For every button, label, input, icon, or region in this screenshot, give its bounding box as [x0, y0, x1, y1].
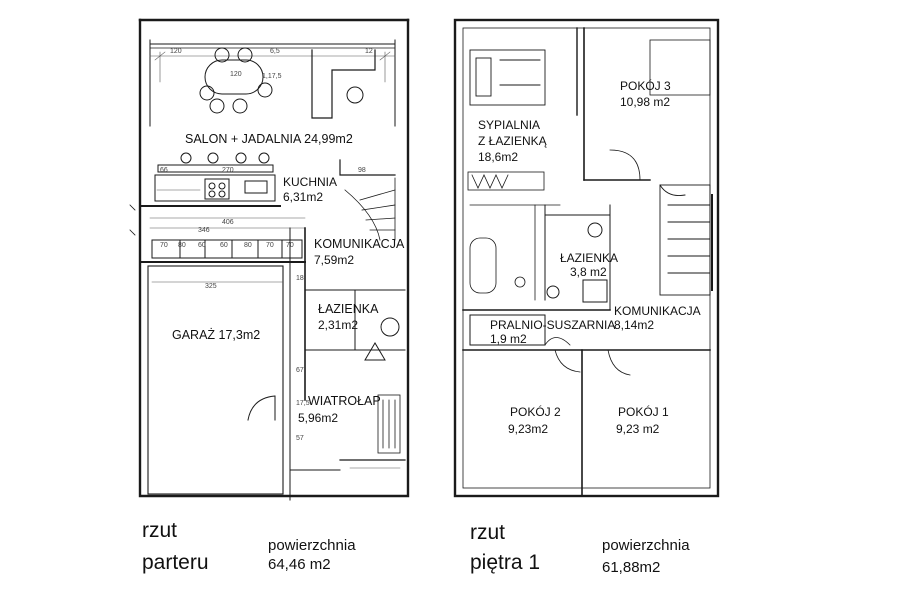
dim-label: 17,5: [296, 400, 310, 407]
dim-label: 325: [205, 283, 217, 290]
dim-label: 80: [178, 242, 186, 249]
ground-floor-outer-walls: [138, 18, 410, 498]
ground-floor-caption-line2: parteru: [142, 551, 209, 574]
room-area-hall-first: 8,14m2: [614, 318, 654, 332]
ground-floor-caption-line1: rzut: [142, 519, 178, 542]
ground-floor-dimensions: 120 120 6,5 12 1,17,5 270 66 98 406 346 …: [160, 48, 373, 442]
room-label-hall-first: KOMUNIKACJA: [614, 304, 701, 318]
room-label-bathroom: ŁAZIENKA: [318, 302, 379, 316]
room-label-garage: GARAŻ 17,3m2: [172, 328, 260, 342]
room3-door: [609, 149, 641, 181]
ground-floor-area-value: 64,46 m2: [268, 556, 331, 573]
room-area-room3: 10,98 m2: [620, 95, 670, 109]
room-area-bedroom: 18,6m2: [478, 150, 518, 164]
first-floor-bathroom: [544, 204, 611, 311]
room-area-bathroom: 2,31m2: [318, 318, 358, 332]
dim-label: 70: [286, 242, 294, 249]
dim-label: 1,17,5: [262, 73, 282, 80]
dim-label: 60: [198, 242, 206, 249]
ground-floor-area-label: powierzchnia: [268, 537, 356, 554]
first-floor-outer-walls: [453, 18, 720, 498]
room-label-kitchen: KUCHNIA: [283, 175, 337, 189]
bed: [469, 49, 546, 106]
room-label-laundry: PRALNIO-SUSZARNIA: [490, 318, 615, 332]
first-floor-area-label: powierzchnia: [602, 537, 690, 554]
kitchen-island: [157, 152, 274, 173]
dim-label: 60: [220, 242, 228, 249]
room-area-hall: 7,59m2: [314, 253, 354, 267]
ground-floor-stairs: [344, 177, 396, 241]
dim-label: 270: [222, 167, 234, 174]
dim-label: 98: [358, 167, 366, 174]
ground-floor-bathroom: [304, 289, 406, 361]
dim-label: 70: [266, 242, 274, 249]
room-label-bedroom-line2: Z ŁAZIENKĄ: [478, 134, 548, 148]
first-floor-caption-line2: piętra 1: [470, 551, 541, 574]
room-area-room1: 9,23 m2: [616, 422, 660, 436]
room-label-room1: POKÓJ 1: [618, 404, 669, 419]
first-floor-area-value: 61,88m2: [602, 559, 661, 576]
room-label-room2: POKÓJ 2: [510, 404, 561, 419]
bedroom-bathroom-fittings: [467, 171, 561, 301]
first-floor-plan: [453, 18, 720, 498]
room-label-room3: POKÓJ 3: [620, 78, 671, 93]
room-label-bedroom: SYPIALNIA: [478, 118, 540, 132]
dim-label: 406: [222, 219, 234, 226]
room-area-vestibule: 5,96m2: [298, 411, 338, 425]
room-label-living-dining: SALON + JADALNIA 24,99m2: [185, 132, 353, 146]
storage-cabinets: [151, 239, 303, 259]
first-floor-caption-line1: rzut: [470, 521, 506, 544]
entrance-door: [247, 395, 276, 421]
first-floor-stairs: [659, 184, 711, 296]
dim-label: 67: [296, 367, 304, 374]
room-area-bathroom-first: 3,8 m2: [570, 265, 607, 279]
dim-label: 346: [198, 227, 210, 234]
room-label-vestibule: WIATROŁAP: [308, 394, 381, 408]
room-label-bathroom-first: ŁAZIENKA: [560, 251, 618, 265]
ground-floor-plan: [129, 18, 410, 501]
room-area-kitchen: 6,31m2: [283, 190, 323, 204]
dim-label: 70: [160, 242, 168, 249]
room-label-hall: KOMUNIKACJA: [314, 237, 405, 251]
plant-icon: [346, 86, 364, 104]
dim-label: 120: [170, 48, 182, 55]
dim-label: 120: [230, 71, 242, 78]
dim-label: 6,5: [270, 48, 280, 55]
room-area-room2: 9,23m2: [508, 422, 548, 436]
room-area-laundry: 1,9 m2: [490, 332, 527, 346]
dim-label: 57: [296, 435, 304, 442]
dim-label: 66: [160, 167, 168, 174]
dim-label: 80: [244, 242, 252, 249]
kitchen-counter: [154, 174, 276, 202]
dim-label: 12: [365, 48, 373, 55]
wardrobe: [377, 394, 401, 454]
first-floor-room-labels: SYPIALNIA Z ŁAZIENKĄ 18,6m2 POKÓJ 3 10,9…: [478, 78, 701, 436]
dining-table: [199, 47, 273, 114]
ground-floor-room-labels: SALON + JADALNIA 24,99m2 KUCHNIA 6,31m2 …: [172, 132, 405, 425]
dim-label: 18: [296, 275, 304, 282]
